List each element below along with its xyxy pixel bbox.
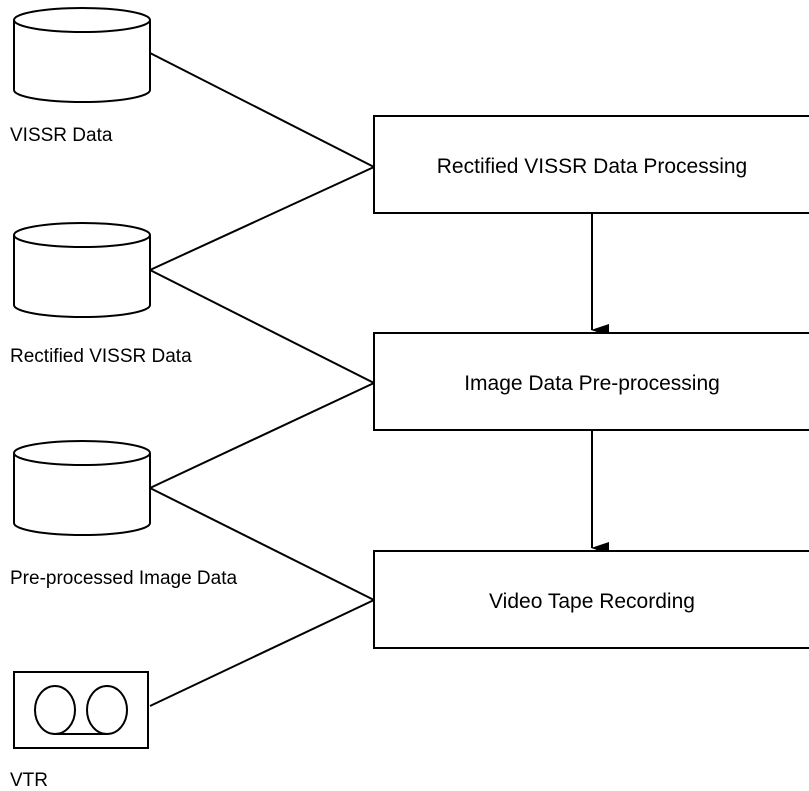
- database-icon: [13, 7, 151, 103]
- process-box-video-tape-recording: [373, 550, 809, 649]
- vtr-icon: [13, 671, 149, 749]
- store-label-preprocessed-image-data: Pre-processed Image Data: [10, 568, 237, 589]
- store-label-rectified-vissr-data: Rectified VISSR Data: [10, 346, 192, 367]
- connector-vtr-to-video-recording: [149, 599, 375, 707]
- connector-rectified-data-to-preprocessing: [149, 269, 375, 384]
- connector-vissr-to-rectified-processing: [149, 52, 375, 168]
- connector-rectified-data-to-rectified-processing: [149, 166, 375, 271]
- device-label-vtr: VTR: [10, 770, 48, 791]
- process-label-rectified-vissr-processing: Rectified VISSR Data Processing: [437, 155, 747, 178]
- process-box-rectified-vissr-processing: [373, 115, 809, 214]
- process-label-image-preprocessing: Image Data Pre-processing: [464, 372, 720, 395]
- database-icon: [13, 440, 151, 536]
- connector-preprocessed-to-preprocessing: [149, 382, 375, 489]
- database-icon: [13, 222, 151, 318]
- store-label-vissr-data: VISSR Data: [10, 125, 113, 146]
- process-label-video-tape-recording: Video Tape Recording: [489, 590, 695, 613]
- connectors: [149, 52, 375, 707]
- connector-preprocessed-to-video-recording: [149, 487, 375, 601]
- process-box-image-preprocessing: [373, 332, 809, 431]
